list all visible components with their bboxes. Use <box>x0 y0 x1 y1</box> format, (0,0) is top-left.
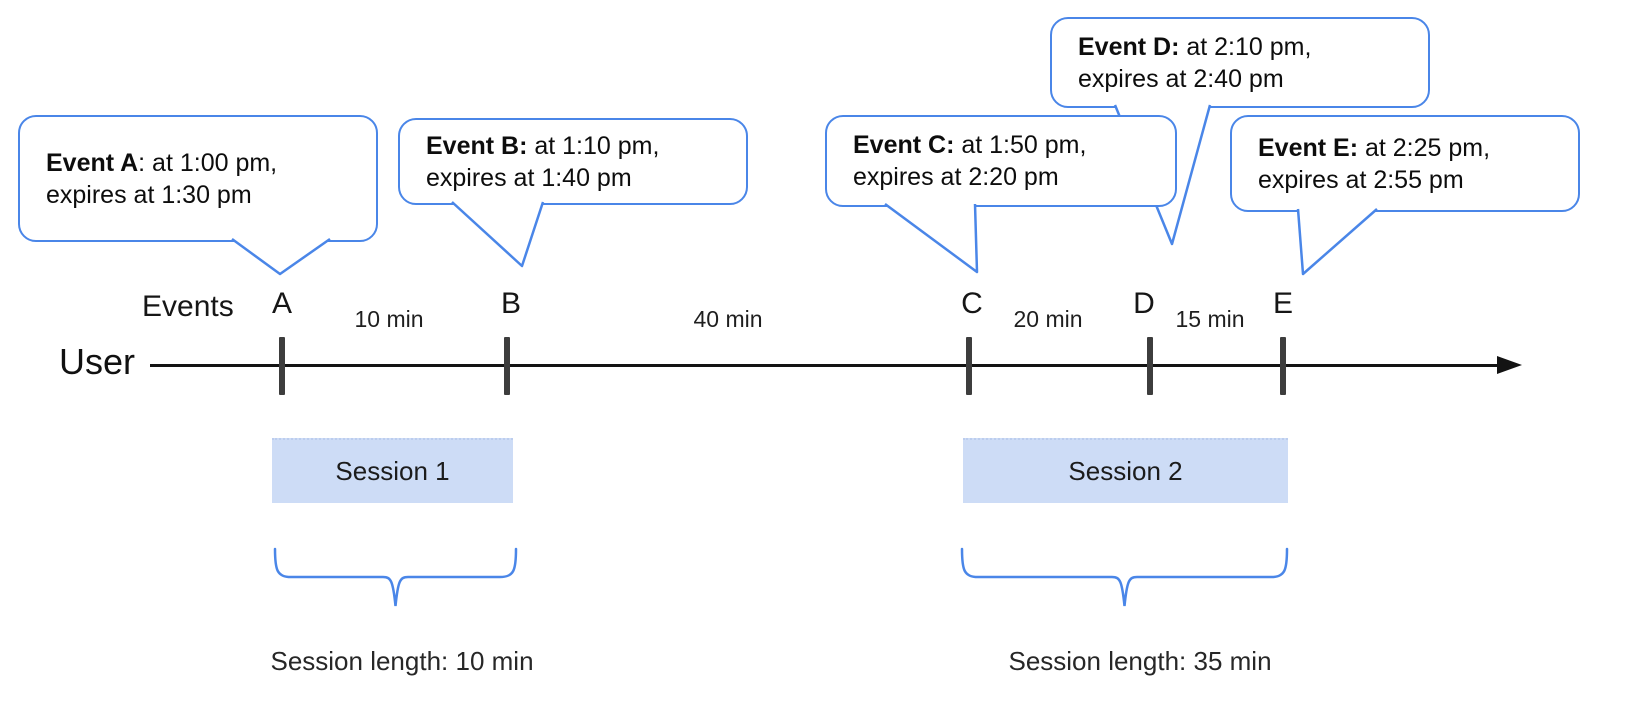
session-1-length-label: Session length: 10 min <box>270 646 534 676</box>
tick-b <box>504 337 510 395</box>
event-b-bubble: Event B: at 1:10 pm, expires at 1:40 pm <box>398 118 748 205</box>
interval-label-d-e: 15 min <box>1175 306 1245 332</box>
tick-d <box>1147 337 1153 395</box>
event-e-bubble: Event E: at 2:25 pm, expires at 2:55 pm <box>1230 115 1580 212</box>
event-e-line1: Event E: at 2:25 pm, <box>1258 133 1491 162</box>
event-e-line2: expires at 2:55 pm <box>1258 165 1464 194</box>
timeline-axis <box>150 364 1500 367</box>
event-a-bubble: Event A: at 1:00 pm, expires at 1:30 pm <box>18 115 378 242</box>
tick-e <box>1280 337 1286 395</box>
event-b-line1: Event B: at 1:10 pm, <box>426 131 660 160</box>
event-c-bubble: Event C: at 1:50 pm, expires at 2:20 pm <box>825 115 1177 207</box>
event-letter-a: A <box>271 287 293 320</box>
event-letter-e: E <box>1272 287 1294 320</box>
interval-label-c-d: 20 min <box>1013 306 1083 332</box>
session-1-label: Session 1 <box>335 456 450 486</box>
timeline-arrowhead-icon <box>1497 356 1522 374</box>
user-label: User <box>59 341 136 382</box>
event-a-tail <box>231 237 331 276</box>
event-d-line1: Event D: at 2:10 pm, <box>1078 32 1312 61</box>
event-letter-c: C <box>961 287 983 320</box>
event-letter-b: B <box>500 287 522 320</box>
session-2-label: Session 2 <box>1068 456 1183 486</box>
tick-a <box>279 337 285 395</box>
session-1-brace <box>273 547 518 607</box>
event-d-line2: expires at 2:40 pm <box>1078 64 1284 93</box>
event-d-bubble: Event D: at 2:10 pm, expires at 2:40 pm <box>1050 17 1430 108</box>
event-e-tail <box>1296 208 1378 276</box>
event-a-line2: expires at 1:30 pm <box>46 180 252 209</box>
session-2-brace <box>960 547 1289 607</box>
event-c-line1: Event C: at 1:50 pm, <box>853 131 1087 159</box>
event-a-line1: Event A: at 1:00 pm, <box>46 148 278 177</box>
event-letter-d: D <box>1133 287 1155 320</box>
session-2-box: Session 2 <box>963 438 1288 503</box>
event-c-line2: expires at 2:20 pm <box>853 163 1059 191</box>
events-label: Events <box>142 290 234 323</box>
session-1-box: Session 1 <box>272 438 513 503</box>
tick-c <box>966 337 972 395</box>
event-b-tail <box>451 201 545 268</box>
interval-label-a-b: 10 min <box>354 306 424 332</box>
event-b-line2: expires at 1:40 pm <box>426 163 632 192</box>
interval-label-b-c: 40 min <box>693 306 763 332</box>
session-2-length-label: Session length: 35 min <box>1008 646 1272 676</box>
event-c-tail <box>884 202 979 274</box>
